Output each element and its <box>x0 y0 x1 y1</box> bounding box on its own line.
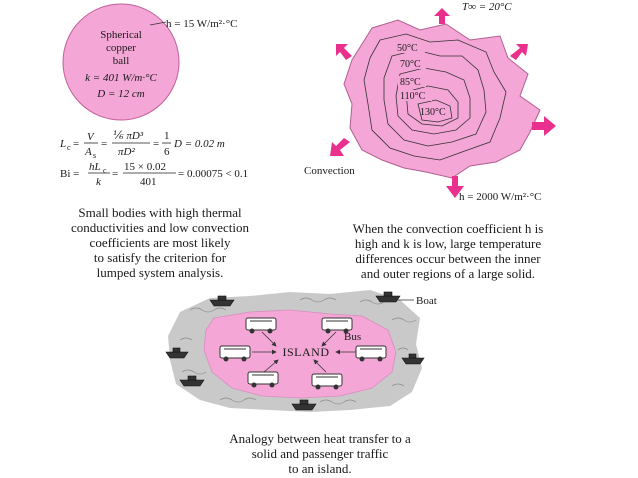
lc-sub: c <box>67 143 71 152</box>
isotherm-70-label: 70°C <box>400 59 421 70</box>
large-solid-body <box>343 19 541 179</box>
boat-icon <box>209 295 235 307</box>
convection-arrow-topright <box>510 44 528 60</box>
as-symbol: A <box>84 146 92 158</box>
isotherm-50 <box>363 33 507 161</box>
boat-label: Boat <box>416 295 437 307</box>
isotherm-50-label: 50°C <box>397 43 418 54</box>
convection-arrows <box>330 8 556 198</box>
bus-label: Bus <box>344 331 361 343</box>
boat-icon <box>165 347 189 359</box>
one-sixth-den: 6 <box>164 146 170 158</box>
caption-right-line1: When the convection coefficient h is <box>353 221 544 236</box>
convection-label: Convection <box>304 165 355 177</box>
convection-arrow-left <box>330 138 350 156</box>
caption-left: Small bodies with high thermal conductiv… <box>71 205 249 280</box>
island-figure: ISLAND Boat Bus <box>165 290 437 412</box>
k-symbol: k <box>96 176 102 188</box>
copper-ball-figure: h = 15 W/m²·°C Spherical copper ball k =… <box>62 3 237 121</box>
caption-left-line4: to satisfy the criterion for <box>94 250 227 265</box>
bus-icons <box>219 317 387 390</box>
t-infinity-label: T∞ = 20°C <box>462 1 512 13</box>
boat-icon <box>401 353 425 365</box>
bi-den: 401 <box>140 176 157 188</box>
isotherm-130-label: 130°C <box>420 107 446 118</box>
ball-name-line1: Spherical <box>100 29 142 41</box>
bus-icon <box>247 371 279 388</box>
caption-left-line2: conductivities and low convection <box>71 220 249 235</box>
bi-num: 15 × 0.02 <box>124 161 166 173</box>
caption-right-line3: differences occur between the inner <box>355 251 541 266</box>
bi-label: Bi = <box>60 168 79 180</box>
d-result: D = 0.02 m <box>173 138 225 150</box>
lc-equation: L c = V A s = ⅙ πD³ πD² = 1 6 D = 0.02 m <box>59 130 225 160</box>
bus-icon <box>311 373 343 390</box>
caption-bottom: Analogy between heat transfer to a solid… <box>229 431 411 476</box>
hl-sub: c <box>103 166 107 175</box>
ball-conductivity: k = 401 W/m·°C <box>85 72 157 84</box>
ball-diameter: D = 12 cm <box>96 88 144 100</box>
large-solid-figure: 50°C 70°C 85°C 110°C 130°C T∞ = 20°C Con… <box>304 1 556 203</box>
caption-bottom-line3: to an island. <box>288 461 351 476</box>
wave-pattern <box>179 297 417 405</box>
v-symbol: V <box>87 131 95 143</box>
lc-eq: = <box>73 138 79 150</box>
caption-right: When the convection coefficient h is hig… <box>353 221 544 281</box>
convection-arrow-topleft <box>336 44 352 60</box>
boat-icon <box>375 291 401 303</box>
convection-arrow-top <box>434 8 450 24</box>
boat-icon <box>179 375 205 387</box>
bi-result: = 0.00075 < 0.1 <box>178 168 248 180</box>
isotherm-85-label: 85°C <box>400 77 421 88</box>
eq3: = <box>153 138 159 150</box>
convection-arrow-bottom <box>446 176 464 198</box>
boat-icons <box>165 291 425 411</box>
eq2: = <box>101 138 107 150</box>
ball-heat-coeff: h = 15 W/m²·°C <box>166 18 237 30</box>
hl-symbol: hL <box>89 161 101 173</box>
ball-name-line3: ball <box>113 55 130 67</box>
caption-left-line1: Small bodies with high thermal <box>78 205 242 220</box>
ball-name-line2: copper <box>106 42 136 54</box>
caption-left-line3: coefficients are most likely <box>90 235 231 250</box>
bus-icon <box>245 317 277 334</box>
eq4: = <box>112 168 118 180</box>
traffic-arrows <box>252 331 356 373</box>
isotherm-130 <box>417 99 453 123</box>
caption-right-line4: and outer regions of a large solid. <box>361 266 535 281</box>
bus-icon <box>355 345 387 362</box>
island-label: ISLAND <box>283 345 330 359</box>
caption-left-line5: lumped system analysis. <box>97 265 224 280</box>
caption-bottom-line2: solid and passenger traffic <box>252 446 389 461</box>
isotherm-70 <box>383 49 487 147</box>
lc-symbol: L <box>59 138 66 150</box>
convection-arrow-right <box>532 116 556 136</box>
frac-top: ⅙ πD³ <box>113 130 144 142</box>
isotherm-110-label: 110°C <box>400 91 426 102</box>
boat-icon <box>291 399 317 411</box>
as-sub: s <box>93 151 96 160</box>
caption-bottom-line1: Analogy between heat transfer to a <box>229 431 411 446</box>
bi-equation: Bi = hL c k = 15 × 0.02 401 = 0.00075 < … <box>60 161 248 188</box>
bus-icon <box>219 345 251 362</box>
bus-icon <box>321 317 353 334</box>
copper-ball <box>62 3 180 121</box>
one-sixth-num: 1 <box>164 130 170 142</box>
isotherm-110 <box>405 85 459 127</box>
isotherm-85 <box>395 67 471 135</box>
frac-bot: πD² <box>118 146 135 158</box>
caption-right-line2: high and k is low, large temperature <box>355 236 542 251</box>
solid-heat-coeff: h = 2000 W/m²·°C <box>459 191 541 203</box>
ball-h-leader <box>149 21 167 26</box>
